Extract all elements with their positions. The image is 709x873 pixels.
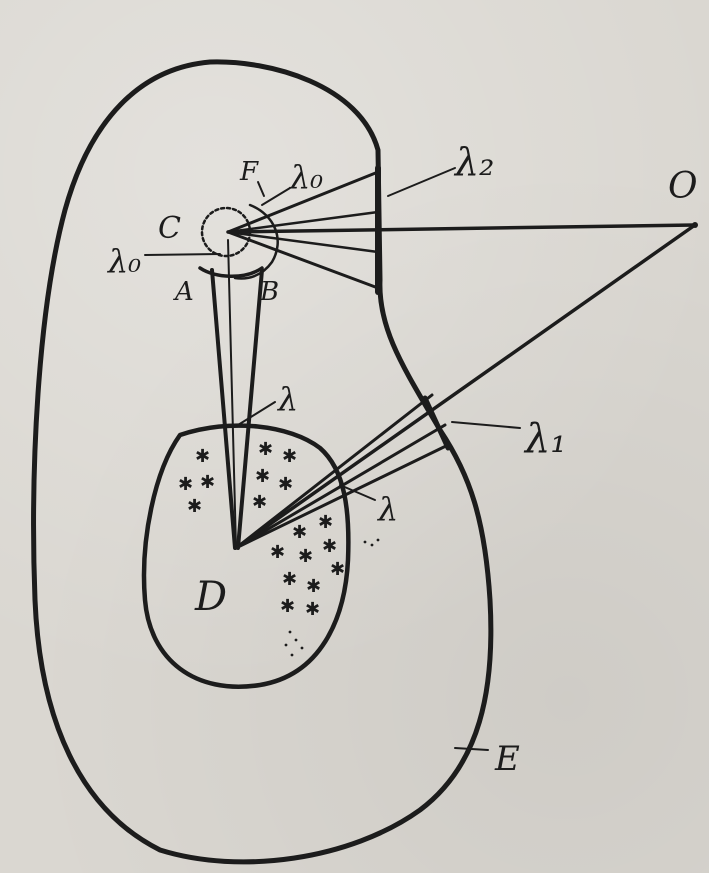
stars-group: ✱ ✱ ✱ ✱ ✱ ✱ ✱ ✱ ✱ ✱ ✱ ✱ ✱ ✱ ✱ ✱ ✱ ✱ ✱ (178, 439, 345, 620)
star: ✱ (292, 522, 307, 543)
barrier-lambda1 (422, 395, 451, 451)
dot (288, 630, 292, 634)
star: ✱ (280, 596, 295, 617)
star: ✱ (318, 512, 333, 533)
inner-region-d (141, 423, 351, 689)
dot (284, 643, 288, 647)
ray-c-o (226, 223, 697, 234)
arc-a-b (198, 266, 264, 278)
label-c: C (158, 211, 181, 246)
tube-center (227, 239, 237, 549)
dot (363, 540, 367, 544)
point-o (692, 222, 698, 228)
star: ✱ (305, 599, 320, 620)
dots-group (284, 538, 380, 657)
star: ✱ (282, 446, 297, 467)
dot (370, 543, 374, 547)
star: ✱ (178, 474, 193, 495)
star: ✱ (200, 472, 215, 493)
star: ✱ (282, 569, 297, 590)
ray-d-fan-1 (234, 393, 434, 550)
ray-c-lambda2-mid1 (226, 210, 380, 234)
star: ✱ (330, 559, 345, 580)
label-lambda-top: λ (276, 380, 298, 418)
label-a: A (173, 277, 194, 307)
ray-d-fan-3 (234, 443, 450, 550)
star: ✱ (258, 439, 273, 460)
star: ✱ (255, 466, 270, 487)
star: ✱ (298, 546, 313, 567)
star: ✱ (195, 446, 210, 467)
leader-lambda0-top (261, 187, 291, 206)
label-lambda0-top: λ₀ (288, 158, 323, 196)
star: ✱ (187, 496, 202, 517)
label-d: D (194, 574, 227, 620)
label-b: B (259, 277, 279, 307)
dot (290, 653, 294, 657)
star: ✱ (306, 576, 321, 597)
label-lambda-right: λ (376, 490, 398, 528)
leader-lambda2 (387, 167, 456, 197)
ray-d-o (234, 223, 697, 550)
dot (376, 538, 380, 542)
label-e: E (494, 739, 520, 779)
dot (294, 638, 298, 642)
label-lambda0-left: λ₀ (106, 242, 141, 280)
leader-lambda1 (451, 421, 521, 429)
ray-c-lambda2-top (226, 170, 380, 234)
leader-e (454, 747, 489, 751)
label-lambda1: λ₁ (523, 416, 566, 462)
dot (300, 646, 304, 650)
label-f: F (239, 157, 259, 187)
ray-c-lambda2-mid2 (226, 230, 380, 254)
leader-lambda-top (237, 401, 276, 426)
leader-lambda0-left (144, 253, 221, 256)
star: ✱ (252, 492, 267, 513)
leader-lambda-right (339, 484, 376, 501)
ray-c-lambda2-bottom (226, 230, 380, 290)
outer-region-e (31, 59, 494, 865)
star: ✱ (278, 474, 293, 495)
tube-left (210, 268, 237, 550)
label-o: O (668, 166, 698, 207)
leader-f (257, 181, 265, 197)
star: ✱ (270, 542, 285, 563)
label-lambda2: λ₂ (453, 140, 494, 184)
tube-right (236, 268, 264, 550)
star: ✱ (322, 536, 337, 557)
ray-d-fan-2 (234, 423, 447, 550)
